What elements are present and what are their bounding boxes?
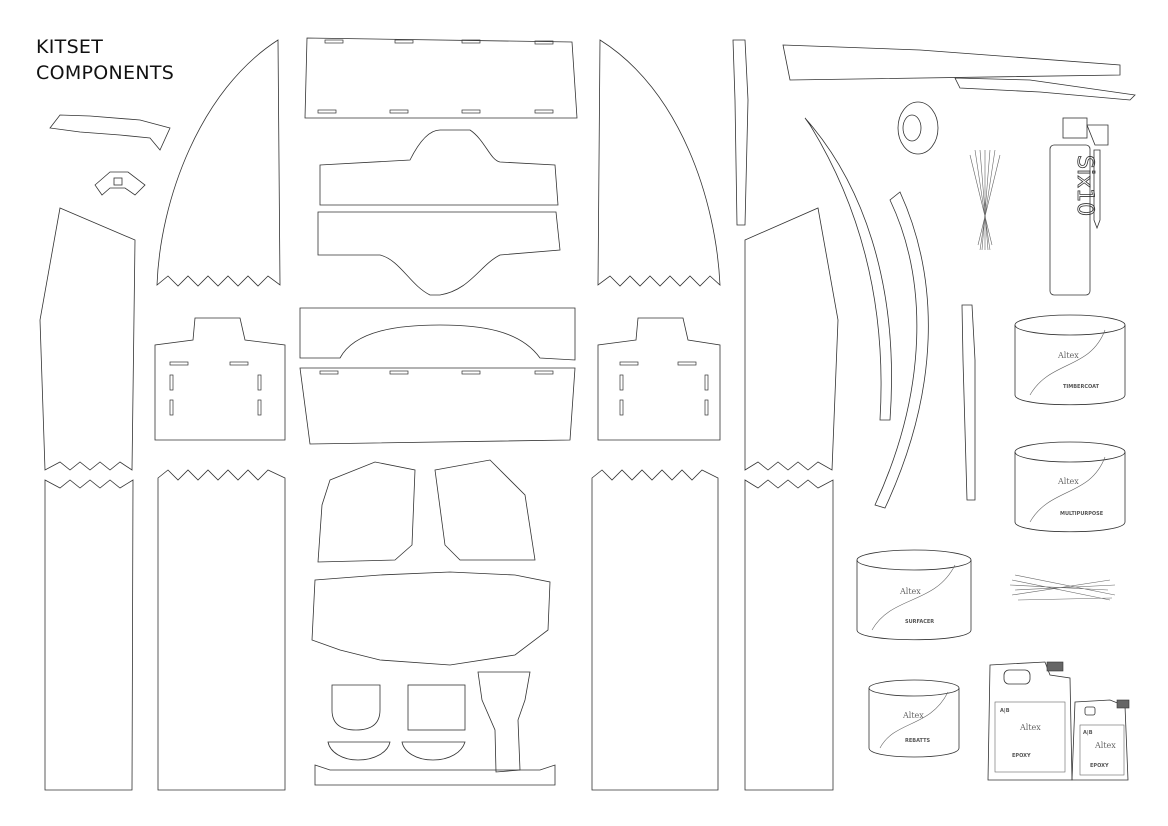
seat-front-slots: [319, 370, 554, 375]
jug-brand: Altex: [1094, 741, 1116, 750]
can-brand: Altex: [899, 587, 921, 596]
cleat-hole: [113, 177, 123, 186]
small-bracket: [49, 114, 171, 151]
frame-panel-1: [319, 129, 559, 206]
small-cleat: [94, 171, 146, 196]
stem-piece: [732, 39, 749, 226]
tiller-piece: [477, 671, 531, 773]
epoxy-jug-small: A|B Altex EPOXY: [1071, 699, 1130, 781]
side-panel-left-upper: [39, 207, 136, 471]
can-timbercoat: Altex TIMBERCOAT: [1014, 314, 1126, 406]
seat-side-right: [434, 459, 536, 561]
title-line-2: COMPONENTS: [36, 62, 175, 84]
transom-slots: [317, 39, 554, 114]
can-rebatts: Altex REBATTS: [868, 679, 960, 758]
title-line-1: KITSET: [36, 36, 104, 58]
bulkhead-panel-right: [597, 39, 721, 287]
bottom-panel-right: [591, 469, 719, 791]
small-plate-2: [407, 684, 466, 731]
stern-post: [961, 304, 976, 501]
floor-panel: [311, 571, 551, 666]
chine-batten-1: [804, 117, 892, 421]
knee-brace-1: [327, 741, 391, 761]
jug-tag: A|B: [1000, 708, 1010, 714]
knee-brace-2: [401, 741, 466, 761]
seat-side-left: [317, 461, 416, 563]
frame-panel-2: [317, 211, 561, 296]
can-brand: Altex: [1057, 351, 1079, 360]
can-brand: Altex: [1057, 477, 1079, 486]
epoxy-jug-large: A|B Altex EPOXY: [987, 661, 1073, 781]
tape-roll: [897, 101, 939, 155]
bulkhead-panel-left: [156, 39, 281, 287]
can-label: SURFACER: [905, 619, 934, 625]
sealant-cartridge: Six10: [1049, 117, 1109, 296]
sealant-brand: Six10: [1072, 155, 1097, 216]
seat-back-left: [154, 317, 286, 441]
side-panel-left-lower: [44, 479, 134, 791]
side-panel-right-lower: [744, 479, 834, 791]
jug-brand: Altex: [1019, 723, 1041, 732]
seat-panel-curved: [299, 307, 576, 361]
stern-rail: [314, 764, 556, 786]
jug-tag: A|B: [1083, 730, 1093, 736]
can-brand: Altex: [902, 711, 924, 720]
gunwale-long: [782, 44, 1121, 81]
diagram-title: KITSET COMPONENTS: [36, 34, 174, 86]
can-label: MULTIPURPOSE: [1060, 511, 1104, 517]
small-plate-1: [331, 684, 381, 731]
transom-panel: [304, 37, 578, 119]
side-panel-right-upper: [744, 207, 839, 471]
seat-front-panel: [299, 367, 576, 445]
cable-ties-1: [969, 149, 1001, 251]
can-label: TIMBERCOAT: [1063, 384, 1100, 390]
bottom-panel-left: [157, 469, 286, 791]
seat-back-right-slots: [619, 361, 709, 416]
can-surfacer: Altex SURFACER: [856, 549, 972, 641]
gunwale-short: [954, 77, 1136, 101]
seat-back-right: [597, 317, 721, 441]
can-multipurpose: Altex MULTIPURPOSE: [1014, 441, 1126, 533]
seat-back-left-slots: [169, 361, 262, 416]
cable-ties-2: [1009, 574, 1116, 601]
chine-batten-2: [874, 191, 929, 509]
can-label: REBATTS: [905, 738, 930, 744]
jug-label: EPOXY: [1090, 763, 1109, 769]
jug-label: EPOXY: [1012, 753, 1031, 759]
